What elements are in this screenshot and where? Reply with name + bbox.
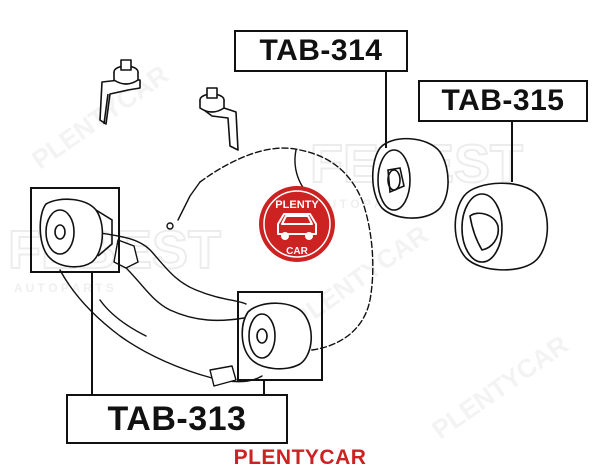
callout-frame-313-left <box>30 187 120 273</box>
leader-lines <box>91 72 513 396</box>
car-icon <box>277 213 317 240</box>
footer-brand: PLENTYCAR <box>233 446 367 469</box>
mount-313-right <box>241 302 312 370</box>
bracket-left <box>99 59 141 125</box>
callout-frame-313-right <box>237 291 323 381</box>
part-number-tab-314: TAB-314 <box>259 34 383 67</box>
part-number-tab-313: TAB-313 <box>107 399 247 438</box>
mount-314 <box>371 137 449 219</box>
stamp-text-bottom: CAR <box>286 246 308 257</box>
part-number-tab-315: TAB-315 <box>441 84 565 117</box>
part-label-tab-314: TAB-314 <box>234 30 408 72</box>
stamp-text-top: PLENTY <box>275 199 319 211</box>
plentycar-stamp: PLENTY CAR <box>259 186 335 262</box>
bracket-right <box>199 87 239 151</box>
mount-315 <box>454 182 549 271</box>
watermark-tagline-left: A U T O P A R T S <box>14 281 114 295</box>
part-label-tab-313: TAB-313 <box>66 394 288 444</box>
mount-313-left <box>39 198 113 268</box>
watermark-diagonal-3: PLENTYCAR <box>426 329 574 445</box>
part-label-tab-315: TAB-315 <box>418 80 588 122</box>
